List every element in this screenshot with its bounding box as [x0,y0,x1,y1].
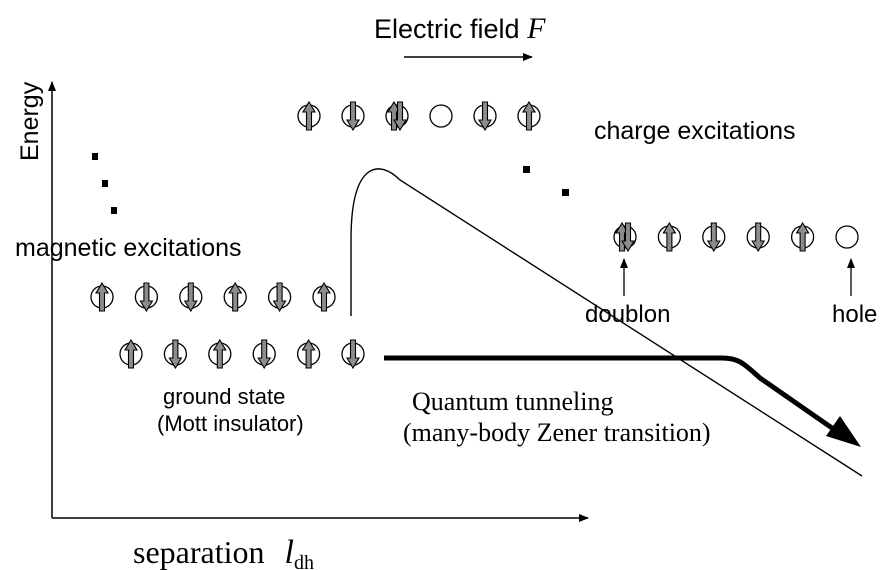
spin-up-site [312,281,336,312]
mott-insulator-label: (Mott insulator) [157,411,304,436]
excited-state-row [297,100,541,132]
doublon-site [613,221,637,253]
spin-up-site [119,338,143,369]
spin-down-site [702,222,726,253]
spin-down-site [473,101,497,132]
spin-up-site [657,221,682,252]
hole-site [429,104,453,128]
magnetic-continuation-dots [92,153,117,214]
spin-down-site [341,339,365,370]
zener-transition-label: (many-body Zener transition) [403,418,711,447]
doublon-label: doublon [585,301,670,328]
spin-down-site [134,282,159,313]
spin-up-site [90,281,114,312]
spin-up-site [208,338,232,369]
spin-down-site [163,339,188,370]
spin-up-site [297,100,321,131]
spin-down-site [746,222,770,253]
charge-excitations-label: charge excitations [594,117,796,145]
hole-site [835,225,859,249]
tunneling-label: Quantum tunneling [412,387,613,416]
electric-field-title: Electric field F [374,12,546,45]
spin-up-site [223,281,247,312]
spin-down-site [252,339,276,370]
spin-up-site [790,221,815,252]
charge-excitation-row [613,221,859,253]
spin-down-site [341,101,365,132]
ground-state-label: ground state [163,384,285,409]
energy-axis-label: Energy [16,81,44,161]
energy-barrier-curve [350,168,863,477]
doublon-site [385,100,409,132]
hole-label: hole [832,301,877,328]
spin-up-site [296,338,321,369]
ground-state-row [119,338,365,370]
spin-down-site [179,282,203,313]
magnetic-excitations-label: magnetic excitations [15,234,242,262]
charge-continuation-dots [523,166,569,196]
spin-up-site [517,100,541,131]
tunneling-arrowhead [826,416,861,447]
spin-down-site [267,282,292,313]
tunneling-arrow-path [384,355,834,431]
magnetic-excitation-row [90,281,336,313]
